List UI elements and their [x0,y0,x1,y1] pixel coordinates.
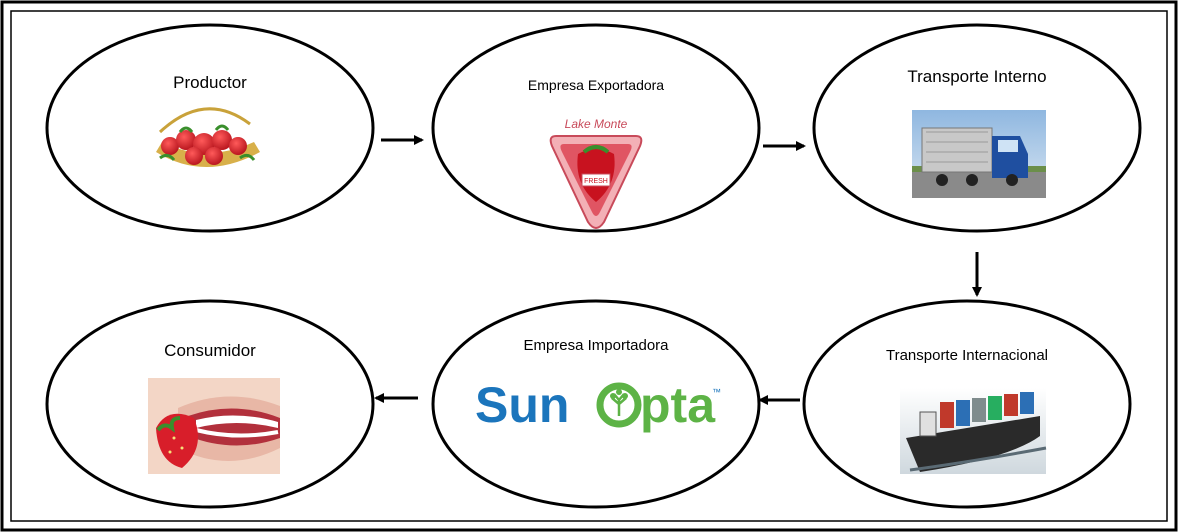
sunopta-logo-icon: Sun pta ™ [475,377,721,433]
diagram-inner-border [10,10,1168,522]
node-consumidor: Consumidor [45,299,375,509]
node-transporte-interno: Transporte Interno [812,23,1142,233]
node-exportadora-ellipse [431,23,761,233]
sunopta-logo-tm: ™ [712,387,721,397]
node-importadora: Empresa Importadora Sun pta ™ [431,299,761,509]
sunopta-logo-pta: pta [640,377,716,433]
node-productor-ellipse [45,23,375,233]
node-transporte-internacional-label: Transporte Internacional [886,347,1048,364]
strawberry-basket-icon [156,107,260,167]
node-exportadora: Empresa Exportadora Lake Monte FRESH [431,23,761,233]
node-productor: Productor [45,23,375,233]
sunopta-logo-sun: Sun [475,377,569,433]
node-importadora-label: Empresa Importadora [523,337,669,354]
exportadora-logo-text: Lake Monte [565,117,628,131]
truck-icon [912,110,1046,198]
node-consumidor-label: Consumidor [164,341,256,360]
node-transporte-internacional: Transporte Internacional [802,299,1132,509]
exportadora-badge-text: FRESH [584,178,608,185]
strawberry-brand-logo-icon: Lake Monte FRESH [549,117,643,229]
node-transporte-interno-label: Transporte Interno [907,67,1046,86]
node-productor-label: Productor [173,73,247,92]
mouth-strawberry-icon [148,378,280,474]
node-exportadora-label: Empresa Exportadora [528,77,664,93]
container-ship-icon [900,388,1047,474]
